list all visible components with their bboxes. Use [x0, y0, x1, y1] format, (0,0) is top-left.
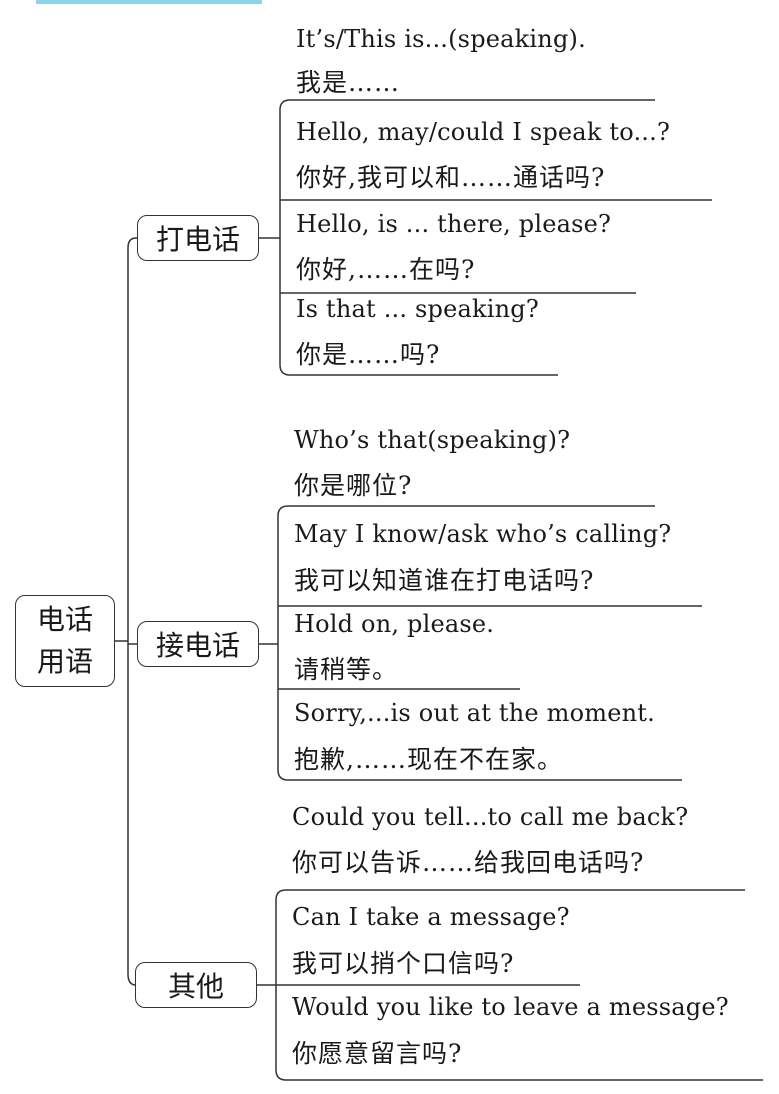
phrase-chinese: 你是哪位? [294, 471, 413, 500]
root-node: 电话 用语 [15, 595, 115, 687]
top-accent-bar [36, 0, 262, 4]
phrase-chinese: 我可以捎个口信吗? [292, 949, 515, 978]
category-node-answering: 接电话 [137, 621, 259, 667]
phrase-chinese: 你好,……在吗? [296, 255, 476, 284]
phrase-english: It’s/This is...(speaking). [296, 25, 586, 53]
category-node-other: 其他 [135, 962, 257, 1008]
phrase-chinese: 抱歉,……现在不在家。 [294, 745, 563, 774]
phrase-english: Hello, is ... there, please? [296, 210, 612, 238]
phrase-chinese: 你好,我可以和……通话吗? [296, 163, 606, 192]
phrase-chinese: 你愿意留言吗? [292, 1039, 463, 1068]
phrase-chinese: 你可以告诉……给我回电话吗? [292, 848, 645, 877]
phrase-english: Sorry,...is out at the moment. [294, 699, 655, 727]
phrase-chinese: 你是……吗? [296, 340, 441, 369]
phrase-english: Would you like to leave a message? [292, 993, 729, 1021]
root-label-line2: 用语 [36, 645, 93, 678]
phrase-chinese: 我是…… [296, 68, 401, 97]
phrase-english: Is that ... speaking? [296, 295, 539, 323]
phrase-english: Hold on, please. [294, 610, 495, 638]
category-node-calling: 打电话 [137, 215, 259, 261]
phrase-english: Hello, may/could I speak to...? [296, 118, 671, 146]
phrase-chinese: 请稍等。 [294, 655, 399, 684]
phrase-english: Who’s that(speaking)? [294, 426, 571, 454]
phrase-english: Could you tell...to call me back? [292, 803, 689, 831]
root-label-line1: 电话 [36, 603, 93, 636]
phrase-chinese: 我可以知道谁在打电话吗? [294, 566, 595, 595]
phrase-english: May I know/ask who’s calling? [294, 520, 672, 548]
phrase-english: Can I take a message? [292, 903, 570, 931]
